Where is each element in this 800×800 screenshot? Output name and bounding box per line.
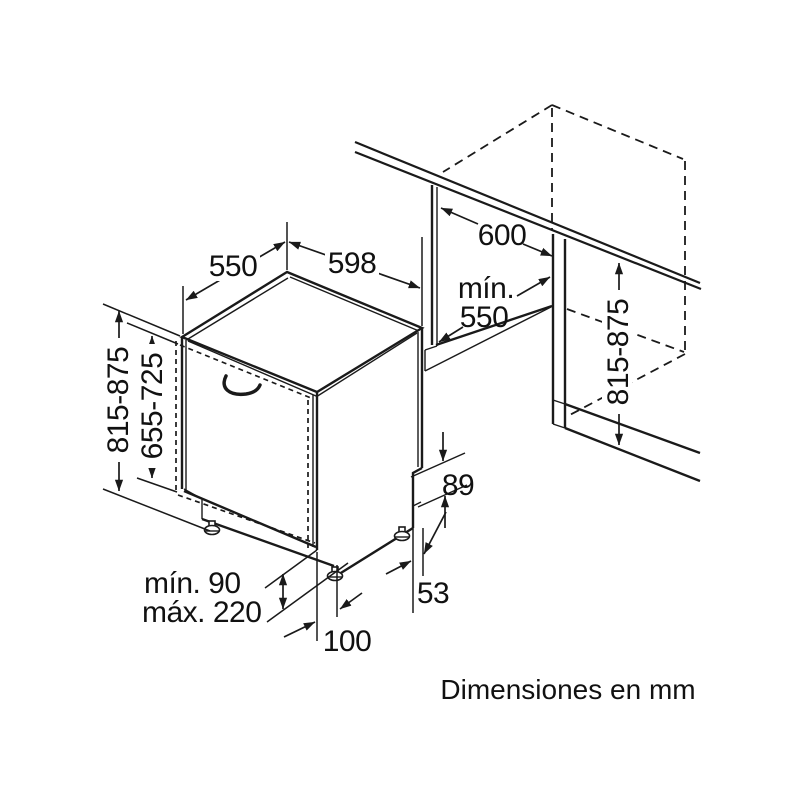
dishwasher-door (175, 337, 319, 550)
dim-width-598: 598 (288, 237, 423, 326)
dim-plinth-min-max: mín. 90 máx. 220 (142, 549, 349, 629)
dim-label-height-left: 815-875 (102, 347, 135, 454)
dim-label-100: 100 (323, 625, 372, 658)
counter-top (354, 140, 702, 291)
dim-niche-width-600: 600 (440, 207, 553, 257)
dim-height-815-875-left: 815-875 (102, 303, 211, 532)
dim-label-plinth-min: mín. 90 (144, 567, 241, 600)
dim-recess-height-89: 89 (410, 432, 475, 528)
dim-label-height-right: 815-875 (602, 299, 635, 406)
dim-label-89: 89 (442, 469, 474, 502)
dim-depth-550: 550 (182, 222, 288, 334)
dim-recess-depth-53: 53 (385, 511, 450, 613)
dim-door-height-655-725: 655-725 (126, 322, 179, 493)
adjustable-foot (203, 520, 221, 536)
dim-label-min: mín. (458, 272, 514, 305)
dim-height-815-875-right: 815-875 (602, 262, 635, 446)
dim-foot-setback-100: 100 (283, 552, 372, 658)
dim-label-598: 598 (328, 247, 377, 280)
cabinet-plinth-lines (564, 402, 701, 483)
niche-opening (424, 185, 567, 429)
dim-niche-depth-min-550: mín. 550 (438, 272, 551, 343)
dim-label-600: 600 (478, 219, 527, 252)
figure-caption: Dimensiones en mm (440, 674, 695, 705)
dim-label-min-550: 550 (460, 301, 509, 334)
dim-label-53: 53 (417, 577, 449, 610)
dim-label-plinth-max: máx. 220 (142, 596, 261, 629)
dim-label-door-height: 655-725 (136, 353, 169, 460)
dishwasher (175, 270, 425, 582)
door-handle (222, 374, 262, 397)
dishwasher-top-face (179, 270, 425, 398)
adjustable-feet (203, 520, 411, 582)
dishwasher-side-panel (411, 328, 424, 528)
adjustable-foot (393, 526, 411, 542)
dim-label-550: 550 (209, 250, 258, 283)
